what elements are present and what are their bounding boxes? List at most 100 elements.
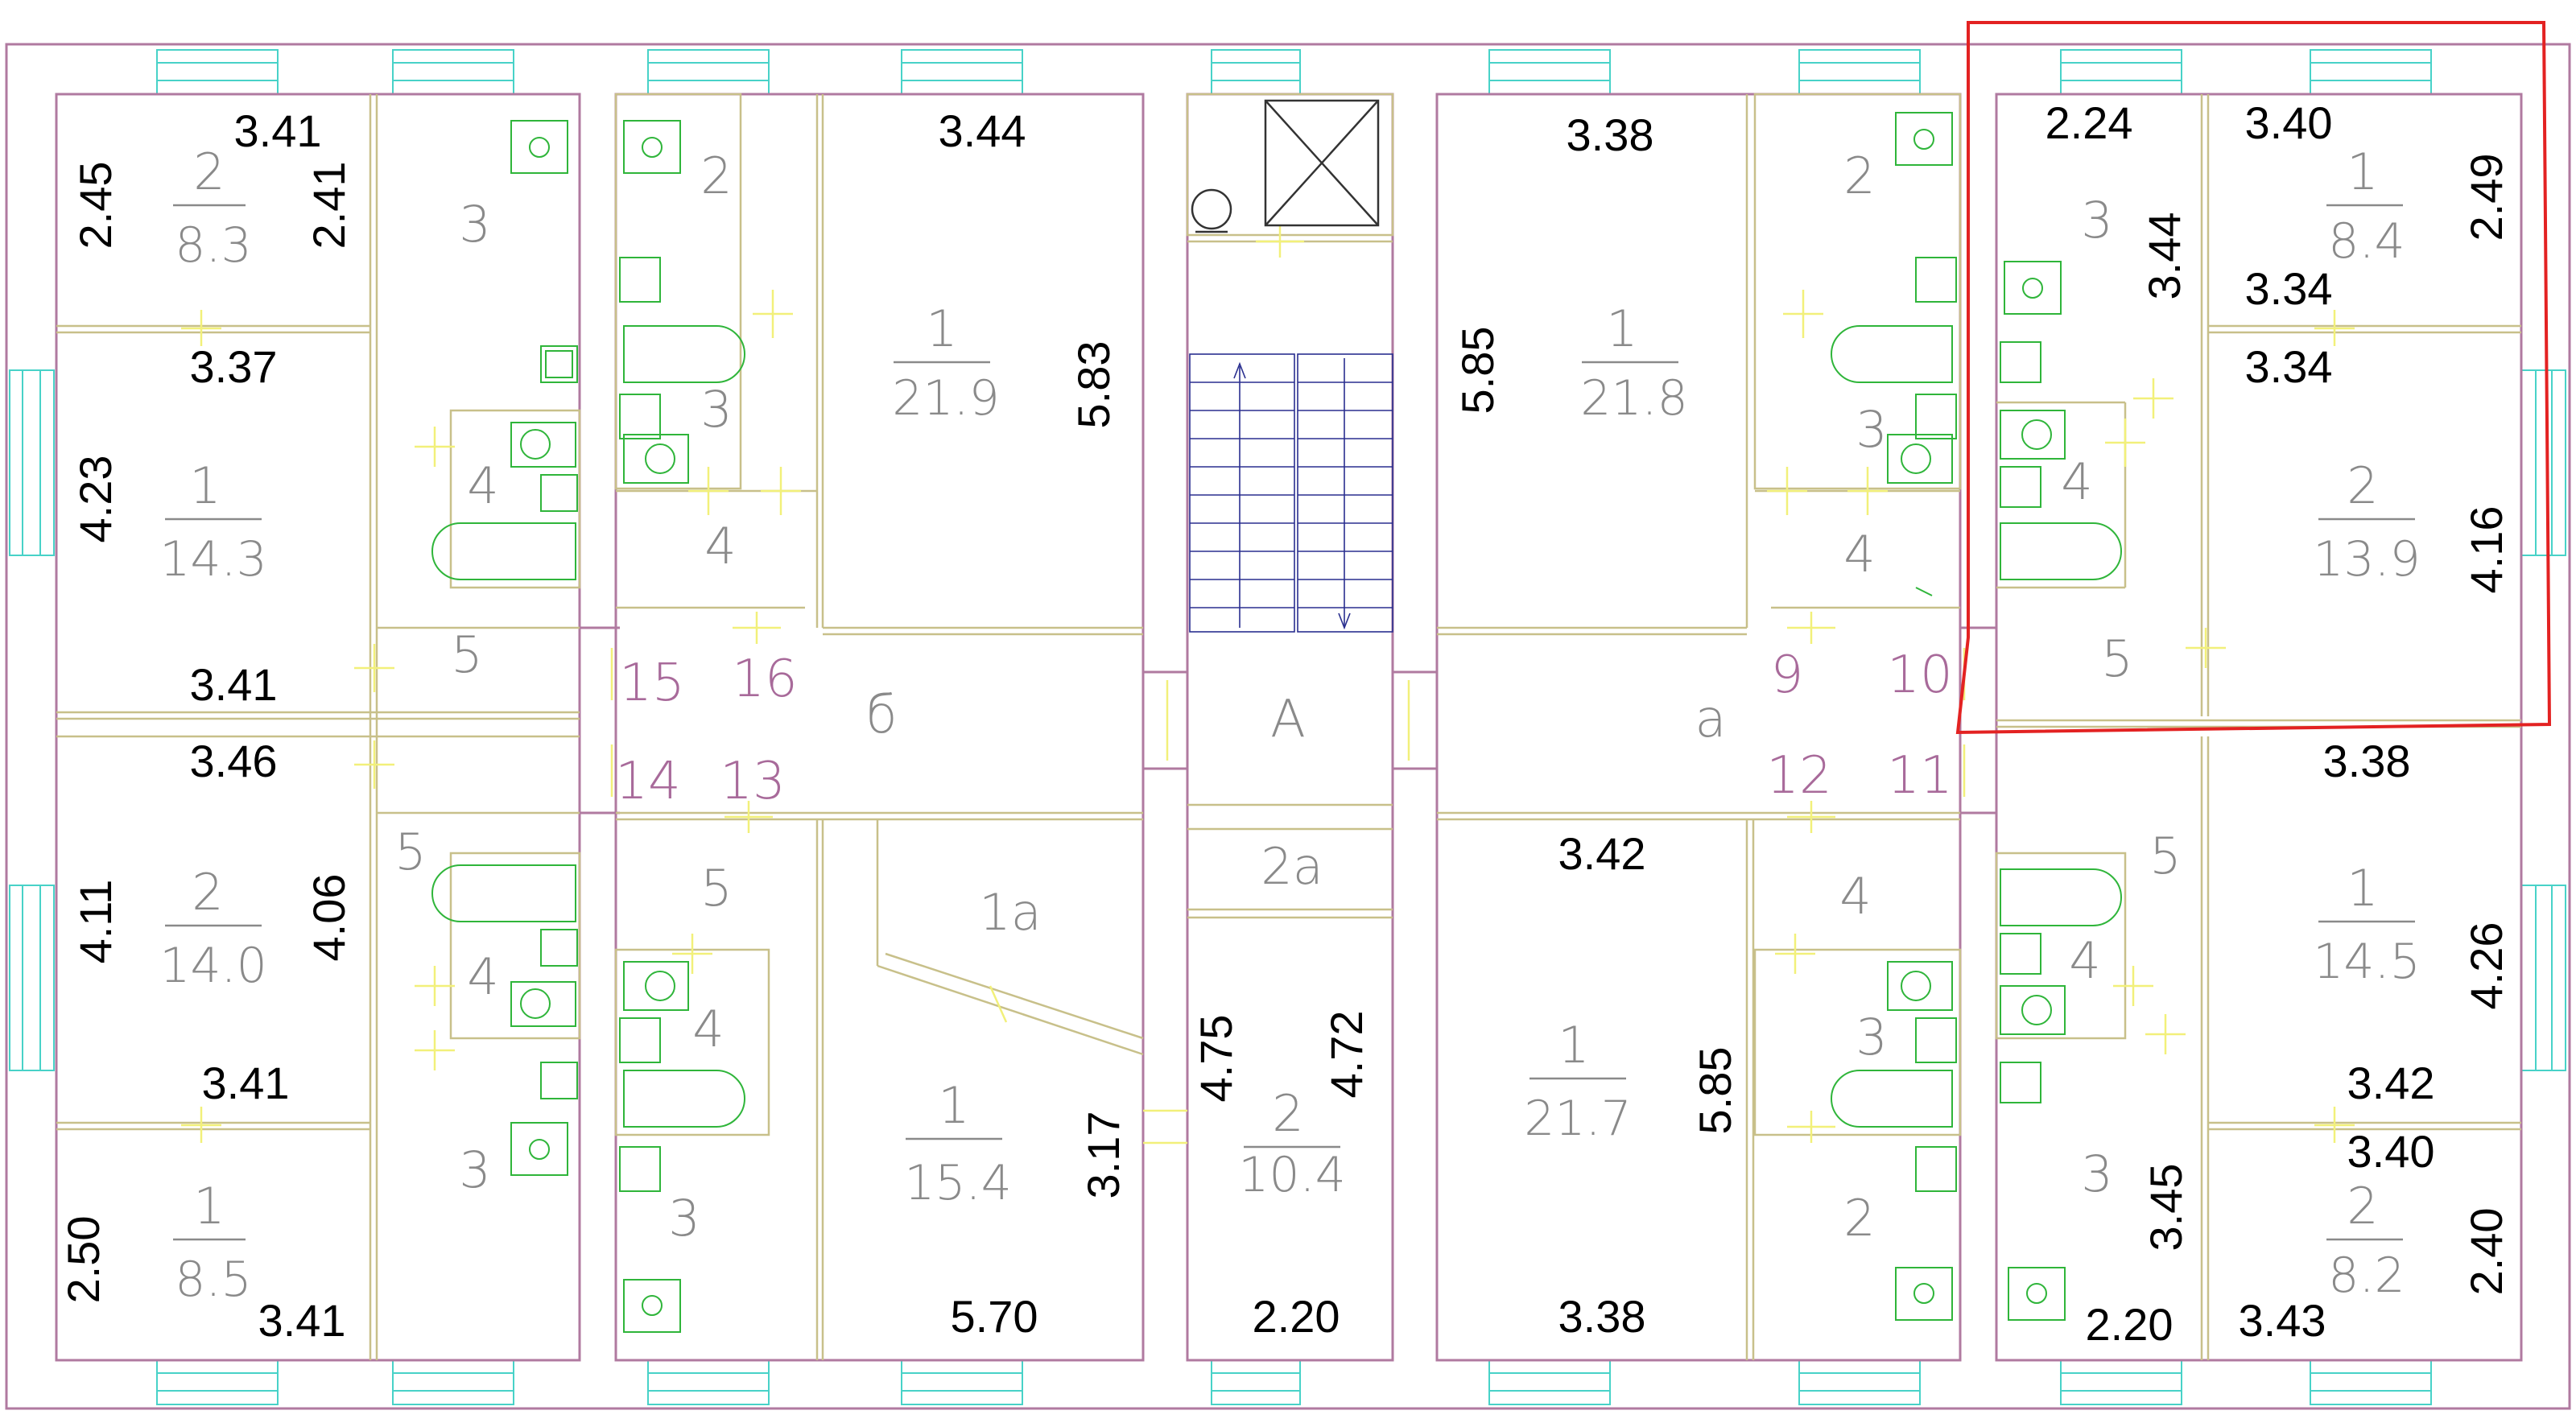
- dimension-labels: 3.41 2.45 2.41 3.37 4.23 3.41 3.46 4.11 …: [58, 97, 2512, 1350]
- room-label: 2 10.4: [1238, 1084, 1346, 1203]
- aux-room-label: 4: [1839, 867, 1871, 926]
- dimension-label: 2.24: [2046, 97, 2133, 148]
- room-label: 1 15.4: [904, 1076, 1012, 1211]
- dimension-label: 2.45: [70, 162, 121, 250]
- dimension-label: 3.42: [2347, 1058, 2435, 1108]
- dimension-label: 3.38: [2323, 736, 2411, 786]
- aux-room-label: 4: [467, 456, 498, 515]
- dimension-label: 3.43: [2239, 1295, 2326, 1346]
- dimension-label: 3.37: [190, 341, 278, 392]
- corridor-label: 11: [1887, 746, 1952, 806]
- dimension-label: 4.16: [2461, 506, 2512, 594]
- aux-room-label: 3: [2081, 1144, 2112, 1203]
- dimension-label: 5.70: [951, 1291, 1038, 1342]
- aux-room-label: 1а: [979, 883, 1041, 942]
- corridor-label: 10: [1887, 645, 1952, 705]
- dimension-label: 2.40: [2461, 1208, 2512, 1296]
- aux-room-label: 5: [2101, 629, 2132, 688]
- dimension-label: 3.41: [202, 1058, 290, 1108]
- aux-room-label: 3: [1856, 400, 1887, 459]
- dimension-label: 3.41: [190, 659, 278, 710]
- aux-room-label: 4: [692, 1000, 724, 1058]
- svg-text:1: 1: [938, 1076, 969, 1135]
- dimension-label: 5.85: [1690, 1047, 1740, 1135]
- zone-label-A: А: [1270, 690, 1306, 749]
- aux-room-label: 4: [1843, 525, 1875, 584]
- svg-text:2: 2: [2347, 1177, 2378, 1235]
- dimension-label: 3.17: [1078, 1111, 1129, 1199]
- dimension-label: 3.45: [2140, 1164, 2191, 1252]
- svg-text:21.9: 21.9: [892, 370, 1000, 427]
- dimension-label: 3.40: [2245, 97, 2333, 148]
- dimension-label: 5.85: [1452, 327, 1503, 414]
- dimension-label: 3.38: [1567, 109, 1654, 160]
- svg-text:2: 2: [1272, 1084, 1303, 1143]
- room-labels: 2 8.3 1 14.3 2 14.0 1 8.5 1 21.9 1 15.4: [159, 142, 2421, 1308]
- dimension-label: 4.11: [70, 880, 121, 964]
- aux-room-label: 2: [700, 146, 732, 205]
- aux-room-label: 5: [2149, 827, 2181, 885]
- corridor-label: 12: [1766, 746, 1831, 806]
- room-label: 2 8.2: [2326, 1177, 2405, 1304]
- svg-text:8.2: 8.2: [2328, 1248, 2405, 1304]
- room-label: 1 21.9: [892, 299, 1000, 427]
- svg-text:8.3: 8.3: [175, 217, 251, 274]
- aux-room-label: 3: [700, 380, 732, 439]
- aux-room-label: 3: [1856, 1008, 1887, 1066]
- corridor-labels: 9 10 11 12 13 14 15 16: [615, 645, 1952, 811]
- room-label: 1 14.5: [2313, 859, 2421, 990]
- aux-room-label: 4: [467, 947, 498, 1006]
- plumbing-fixtures: [431, 112, 2122, 1333]
- svg-text:1: 1: [1558, 1016, 1589, 1074]
- svg-text:10.4: 10.4: [1238, 1147, 1346, 1203]
- aux-room-label: 3: [459, 1140, 490, 1199]
- dimension-label: 2.49: [2461, 154, 2512, 241]
- aux-room-label: 3: [459, 195, 490, 254]
- svg-text:13.9: 13.9: [2313, 531, 2421, 588]
- dimension-label: 3.38: [1558, 1291, 1646, 1342]
- dimension-label: 3.44: [939, 105, 1026, 156]
- dimension-label: 3.34: [2245, 341, 2333, 392]
- dimension-label: 5.83: [1068, 341, 1119, 429]
- svg-text:21.7: 21.7: [1524, 1091, 1632, 1147]
- svg-text:1: 1: [189, 456, 221, 515]
- svg-text:2: 2: [192, 863, 223, 922]
- zone-label-a: а: [1695, 690, 1726, 749]
- svg-text:14.0: 14.0: [159, 938, 267, 994]
- dimension-label: 4.23: [70, 456, 121, 543]
- svg-text:1: 1: [1606, 299, 1637, 358]
- dimension-label: 2.50: [58, 1216, 109, 1304]
- aux-room-label: 3: [668, 1189, 700, 1248]
- dimension-label: 4.75: [1191, 1015, 1241, 1103]
- svg-text:14.3: 14.3: [159, 531, 267, 588]
- dimension-label: 2.20: [2086, 1299, 2174, 1350]
- room-label: 2 14.0: [159, 863, 267, 994]
- room-label: 1 8.5: [173, 1177, 252, 1308]
- room-label: 1 14.3: [159, 456, 267, 588]
- partitions: [56, 93, 2521, 1360]
- corridor-label: 9: [1771, 645, 1804, 705]
- aux-room-label: 5: [394, 823, 426, 881]
- room-label: 1 21.7: [1524, 1016, 1632, 1147]
- dimension-label: 2.41: [303, 162, 354, 250]
- corridor-label: 16: [732, 650, 797, 709]
- dimension-label: 4.72: [1321, 1011, 1372, 1099]
- aux-room-label: 4: [2069, 931, 2100, 990]
- room-label: 2 8.3: [173, 142, 252, 274]
- aux-room-label: 3: [2081, 191, 2112, 250]
- zone-label-b: б: [865, 686, 897, 745]
- aux-room-label: 2а: [1261, 837, 1323, 896]
- aux-room-label: 2: [1843, 1189, 1875, 1248]
- aux-room-label: 4: [704, 517, 736, 575]
- room-label: 1 21.8: [1580, 299, 1688, 427]
- zone-labels: А а б: [865, 686, 1726, 749]
- dimension-label: 2.20: [1253, 1291, 1340, 1342]
- svg-text:1: 1: [193, 1177, 225, 1235]
- dimension-label: 3.41: [258, 1295, 346, 1346]
- stairwell: [1189, 99, 1393, 633]
- svg-text:8.5: 8.5: [175, 1252, 251, 1308]
- doors: [181, 225, 2355, 1144]
- aux-room-label: 5: [451, 625, 482, 684]
- svg-text:21.8: 21.8: [1580, 370, 1688, 427]
